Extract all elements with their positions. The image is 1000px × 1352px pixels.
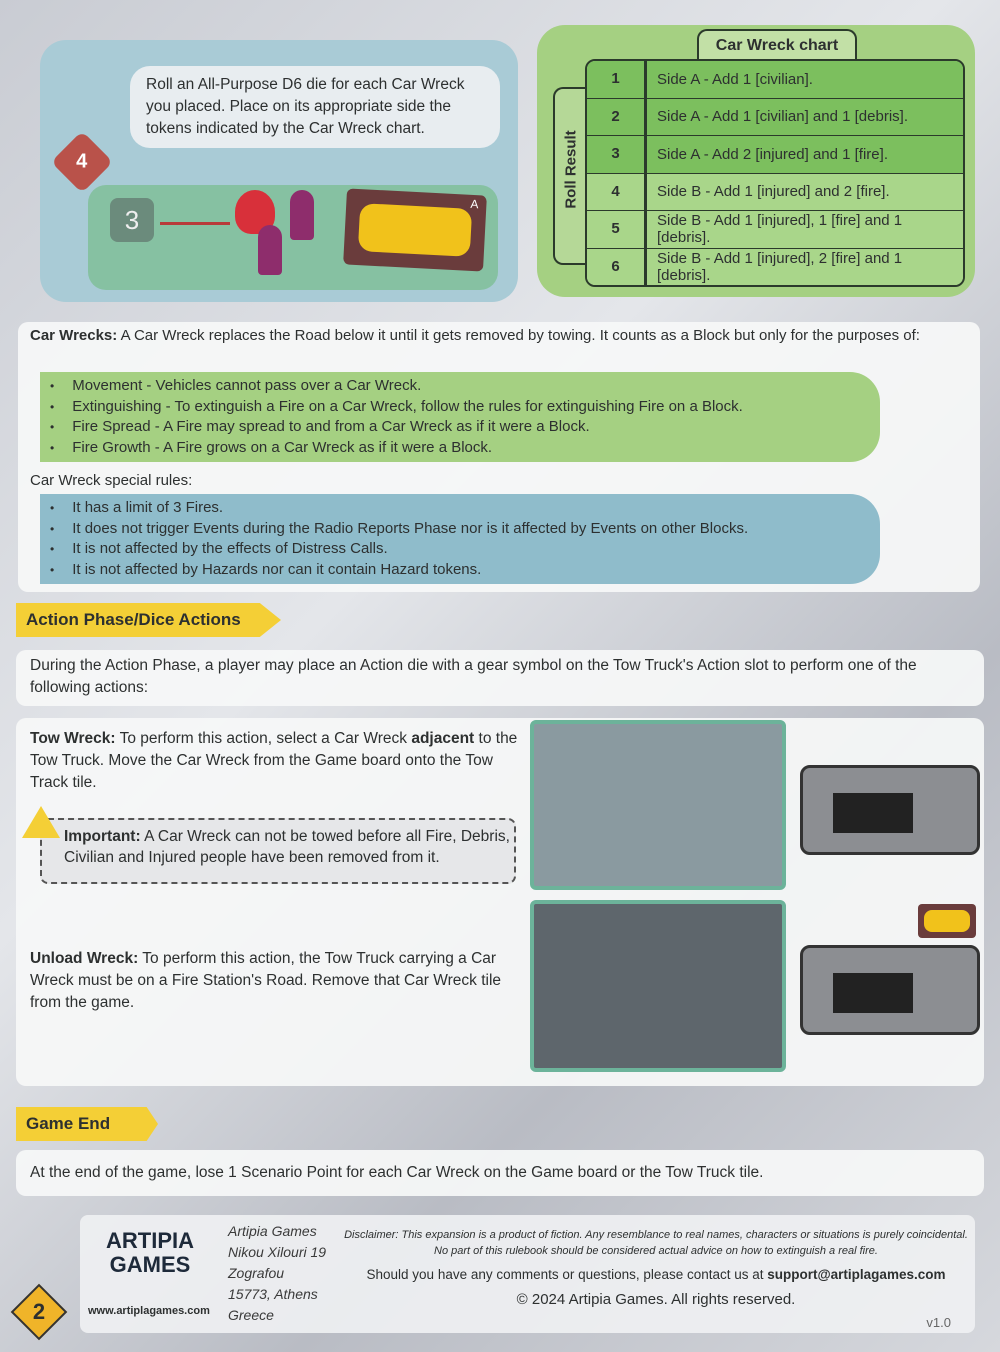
arrow-icon (160, 222, 230, 225)
list-item: Extinguishing - To extinguish a Fire on … (50, 397, 880, 418)
tow-truck-icon (800, 945, 980, 1035)
footer: ARTIPIA GAMES www.artiplagames.com Artip… (80, 1215, 975, 1333)
action-intro: During the Action Phase, a player may pl… (16, 650, 984, 706)
roll-instructions: Roll an All-Purpose D6 die for each Car … (130, 66, 500, 148)
action-heading: Action Phase/Dice Actions (16, 603, 281, 637)
block-purposes-list: Movement - Vehicles cannot pass over a C… (40, 372, 880, 462)
roll-result-label: Roll Result (553, 87, 587, 265)
special-rules-list: It has a limit of 3 Fires. It does not t… (40, 494, 880, 584)
game-end-heading: Game End (16, 1107, 158, 1141)
green-die-icon: 3 (110, 198, 154, 242)
unload-wreck-board-image (530, 900, 786, 1072)
list-item: It has a limit of 3 Fires. (50, 498, 880, 519)
list-item: Fire Spread - A Fire may spread to and f… (50, 417, 880, 438)
list-item: Fire Growth - A Fire grows on a Car Wrec… (50, 438, 880, 459)
car-wrecks-section: Car Wrecks: A Car Wreck replaces the Roa… (18, 322, 980, 592)
tow-truck-icon (800, 765, 980, 855)
list-item: It is not affected by the effects of Dis… (50, 539, 880, 560)
list-item: It is not affected by Hazards nor can it… (50, 560, 880, 581)
tow-wreck-board-image (530, 720, 786, 890)
support-email-link[interactable]: support@artiplagames.com (767, 1267, 946, 1282)
warning-icon (22, 806, 60, 838)
injured-token-icon (258, 225, 282, 275)
car-wreck-tile: A (343, 188, 487, 272)
unload-wreck-rule: Unload Wreck: To perform this action, th… (30, 950, 502, 1011)
injured-token-icon (290, 190, 314, 240)
important-note (40, 818, 516, 884)
car-wreck-token-icon (918, 904, 976, 938)
artipia-logo: ARTIPIA GAMES (106, 1228, 194, 1277)
list-item: Movement - Vehicles cannot pass over a C… (50, 376, 880, 397)
tow-wreck-rule: Tow Wreck: To perform this action, selec… (30, 730, 518, 791)
chart-title: Car Wreck chart (697, 29, 857, 59)
website-link[interactable]: www.artiplagames.com (88, 1305, 210, 1317)
list-item: It does not trigger Events during the Ra… (50, 519, 880, 540)
game-end-text: At the end of the game, lose 1 Scenario … (16, 1150, 984, 1196)
